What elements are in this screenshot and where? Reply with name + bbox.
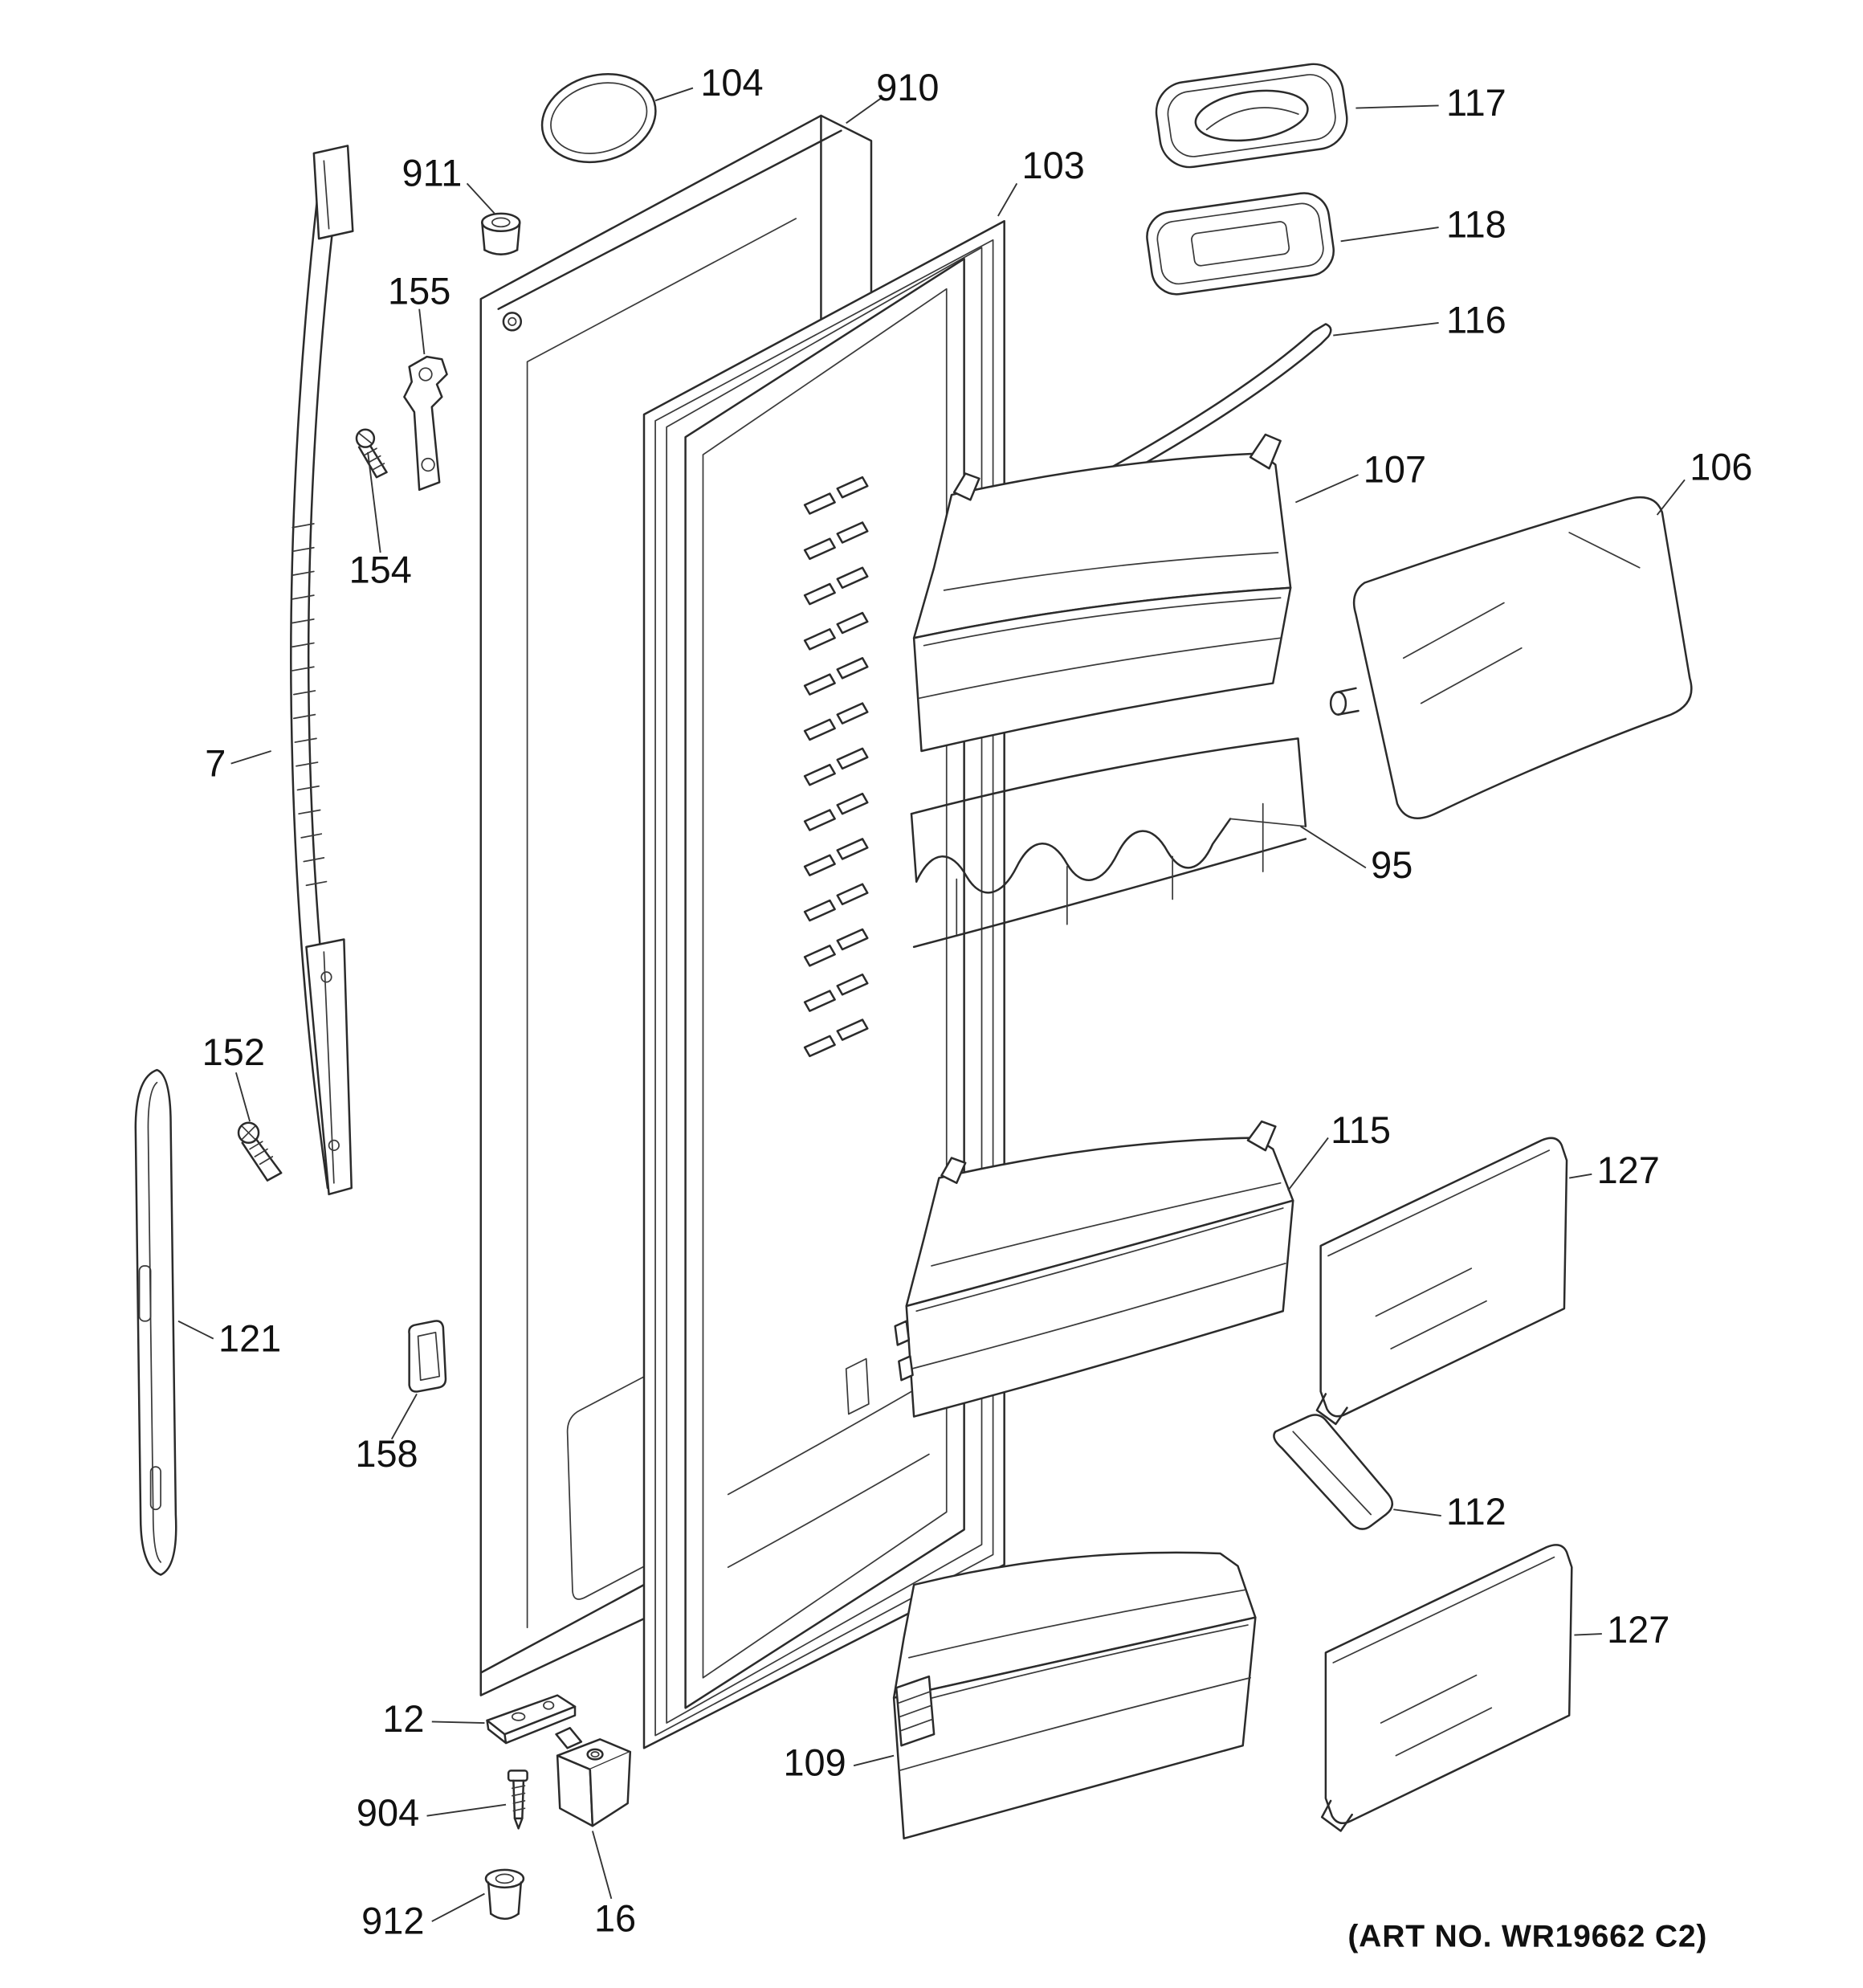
callout-115: 115 <box>1331 1109 1391 1151</box>
callout-16: 16 <box>594 1898 636 1940</box>
part-911-hinge-grommet <box>481 212 521 255</box>
part-104-door-stop-ring <box>540 73 657 164</box>
part-154-screw <box>355 428 388 479</box>
callout-121: 121 <box>218 1317 281 1359</box>
callout-112: 112 <box>1446 1491 1506 1533</box>
part-115-door-bin-upper <box>894 1120 1294 1418</box>
part-127-bin-front-upper <box>1315 1137 1568 1426</box>
part-127-bin-front-lower <box>1320 1544 1573 1832</box>
part-904-screw <box>507 1770 528 1830</box>
part-103-door-gasket <box>642 220 1005 1749</box>
part-16-bottom-hinge <box>555 1727 632 1827</box>
part-152-screw <box>237 1121 283 1182</box>
callout-911: 911 <box>402 152 463 194</box>
part-109-door-bin-lower <box>892 1551 1257 1840</box>
callout-127-upper: 127 <box>1597 1149 1660 1191</box>
callout-154: 154 <box>349 549 412 591</box>
callout-910: 910 <box>876 67 939 108</box>
callout-117: 117 <box>1446 82 1506 124</box>
part-7-door-handle <box>290 145 354 1196</box>
part-12-hinge-shim <box>486 1694 577 1745</box>
part-155-hinge-bracket <box>403 355 448 492</box>
callout-127-lower: 127 <box>1607 1609 1669 1651</box>
part-118-butter-dish-tray <box>1146 192 1335 296</box>
part-106-dairy-door-cover <box>1329 496 1693 819</box>
part-158-door-stop-clip <box>408 1320 447 1393</box>
part-107-dairy-compartment <box>912 433 1292 753</box>
callout-904: 904 <box>357 1792 419 1834</box>
callout-95: 95 <box>1371 844 1413 886</box>
callout-7: 7 <box>205 742 226 784</box>
callout-152: 152 <box>202 1031 265 1073</box>
part-121-door-trim-strip <box>134 1068 177 1576</box>
part-95-wine-rack-wire <box>910 737 1307 949</box>
callout-12: 12 <box>382 1698 424 1740</box>
callout-118: 118 <box>1446 204 1506 246</box>
callout-155: 155 <box>388 270 450 312</box>
callout-912: 912 <box>361 1900 424 1942</box>
callout-103: 103 <box>1022 145 1085 186</box>
callout-106: 106 <box>1690 446 1752 488</box>
callout-labels: 104 910 911 155 154 103 117 118 116 107 … <box>202 62 1753 1953</box>
art-number: (ART NO. WR19662 C2) <box>1347 1919 1707 1953</box>
callout-116: 116 <box>1446 299 1506 341</box>
callout-109: 109 <box>783 1742 846 1784</box>
callout-leader-lines <box>177 87 1686 1922</box>
callout-107: 107 <box>1364 448 1426 490</box>
part-117-butter-dish-lid <box>1155 63 1348 169</box>
callout-158: 158 <box>355 1433 418 1475</box>
callout-104: 104 <box>700 62 763 104</box>
part-112-shelf-end-cap <box>1273 1414 1393 1530</box>
part-912-hinge-bushing <box>484 1868 525 1921</box>
